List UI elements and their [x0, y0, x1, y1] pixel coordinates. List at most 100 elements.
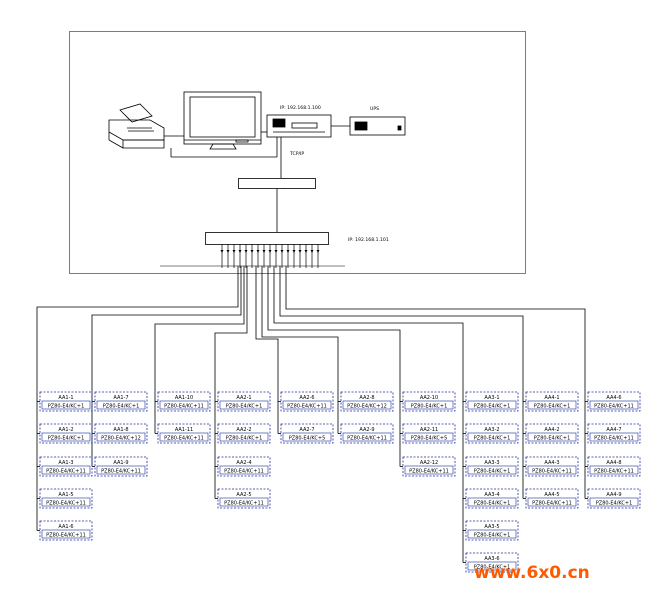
meter-model: PZ80-E4/KC+11 — [46, 469, 86, 475]
port-arrow — [316, 250, 320, 253]
meter-box — [217, 423, 271, 444]
meter-box — [94, 456, 148, 477]
port-arrow — [274, 250, 278, 253]
meter-model: PZ80-E4/KC+1 — [534, 436, 571, 442]
meter-id: AA1-9 — [113, 460, 128, 466]
meter-model-frame — [219, 400, 269, 410]
meter-id: AA2-12 — [420, 460, 438, 466]
meter-model: PZ80-E4/KC+1 — [48, 404, 85, 410]
port-arrow — [268, 250, 272, 253]
meter-model: PZ80-E4/KC+1 — [48, 436, 85, 442]
watermark: www.6x0.cn — [474, 563, 590, 583]
rs485-trunk-lines — [36, 266, 586, 563]
rs485-trunk — [154, 266, 245, 434]
meter-box — [217, 456, 271, 477]
meter-model-frame — [41, 529, 91, 539]
port-arrow — [292, 250, 296, 253]
meter-box — [525, 423, 579, 444]
meter-box — [39, 520, 93, 541]
meter-model: PZ80-E4/KC+11 — [46, 533, 86, 539]
meter-model-frame — [527, 497, 577, 507]
meter-model-frame — [467, 529, 517, 539]
meter-box — [402, 391, 456, 412]
meter-box — [465, 520, 519, 541]
meter-id: AA1-1 — [58, 395, 73, 401]
meter-model-frame — [282, 400, 332, 410]
meter-model: PZ80-E4/KC+11 — [46, 501, 86, 507]
port-arrow — [310, 250, 314, 253]
meter-model-frame — [527, 432, 577, 442]
meter-model: PZ80-E4/KC+11 — [287, 404, 327, 410]
meter-id: AA4-3 — [544, 460, 559, 466]
port-arrow — [280, 250, 284, 253]
meter-model: PZ80-E4/KC+11 — [532, 501, 572, 507]
meter-id: AA2-10 — [420, 395, 438, 401]
meter-box — [157, 423, 211, 444]
meter-id: AA4-8 — [606, 460, 621, 466]
meter-id: AA3-3 — [484, 460, 499, 466]
meter-model-frame — [342, 432, 392, 442]
meter-box — [340, 391, 394, 412]
ups-label: UPS — [370, 106, 379, 112]
ups-icon — [349, 116, 406, 136]
meter-model: PZ80-E4/KC+11 — [164, 404, 204, 410]
port-arrow — [298, 250, 302, 253]
meter-box — [280, 391, 334, 412]
meter-model-frame — [404, 432, 454, 442]
meter-model-frame — [342, 400, 392, 410]
meter-model-frame — [467, 561, 517, 571]
meter-box — [465, 552, 519, 573]
meter-id: AA2-6 — [299, 395, 314, 401]
meter-box — [525, 456, 579, 477]
meter-box — [402, 423, 456, 444]
rs485-converter-box — [238, 178, 316, 189]
meter-model: PZ80-E4/KC+12 — [347, 404, 387, 410]
meter-id: AA3-2 — [484, 427, 499, 433]
meter-box — [465, 456, 519, 477]
meter-model: PZ80-E4/KC+1 — [474, 533, 511, 539]
port-arrow — [244, 250, 248, 253]
meter-id: AA3-1 — [484, 395, 499, 401]
meter-model: PZ80-E4/KC+1 — [474, 565, 511, 571]
meter-model: PZ80-E4/KC+1 — [474, 469, 511, 475]
meter-id: AA2-2 — [236, 427, 251, 433]
meter-model-frame — [467, 432, 517, 442]
meter-model-frame — [219, 465, 269, 475]
tcpip-label: TCP/IP — [289, 151, 304, 157]
meter-model-frame — [527, 465, 577, 475]
meter-id: AA1-7 — [113, 395, 128, 401]
meter-model-frame — [589, 465, 639, 475]
meter-model-frame — [404, 465, 454, 475]
port-arrow — [250, 250, 254, 253]
port-arrow — [226, 250, 230, 253]
meter-model-frame — [589, 432, 639, 442]
port-arrow — [286, 250, 290, 253]
meter-box — [587, 488, 641, 509]
meter-id: AA2-7 — [299, 427, 314, 433]
meter-model: PZ80-E4/KC+1 — [103, 404, 140, 410]
meter-id: AA1-10 — [175, 395, 193, 401]
monitor-icon — [183, 91, 262, 150]
meter-model: PZ80-E4/KC+1 — [226, 436, 263, 442]
meter-id: AA1-3 — [58, 460, 73, 466]
meter-model: PZ80-E4/KC+11 — [101, 469, 141, 475]
port-arrow — [304, 250, 308, 253]
meter-id: AA1-11 — [175, 427, 193, 433]
meter-id: AA4-2 — [544, 427, 559, 433]
meter-box — [39, 488, 93, 509]
meter-model: PZ80-E4/KC+1 — [474, 501, 511, 507]
network-switch-box — [205, 232, 329, 245]
meter-model: PZ80-E4/KC+11 — [224, 501, 264, 507]
meter-box — [587, 391, 641, 412]
switch-ip: IP: 192.168.1.101 — [348, 237, 389, 243]
meter-box — [465, 488, 519, 509]
meter-model-frame — [41, 432, 91, 442]
meter-model: PZ80-E4/KC+11 — [532, 469, 572, 475]
meter-model-frame — [41, 400, 91, 410]
meter-model: PZ80-E4/KC+5 — [411, 436, 448, 442]
meter-model-frame — [41, 497, 91, 507]
meter-model: PZ80-E4/KC+12 — [101, 436, 141, 442]
meter-model: PZ80-E4/KC+11 — [594, 404, 634, 410]
meter-model-frame — [589, 497, 639, 507]
meter-model-frame — [96, 432, 146, 442]
